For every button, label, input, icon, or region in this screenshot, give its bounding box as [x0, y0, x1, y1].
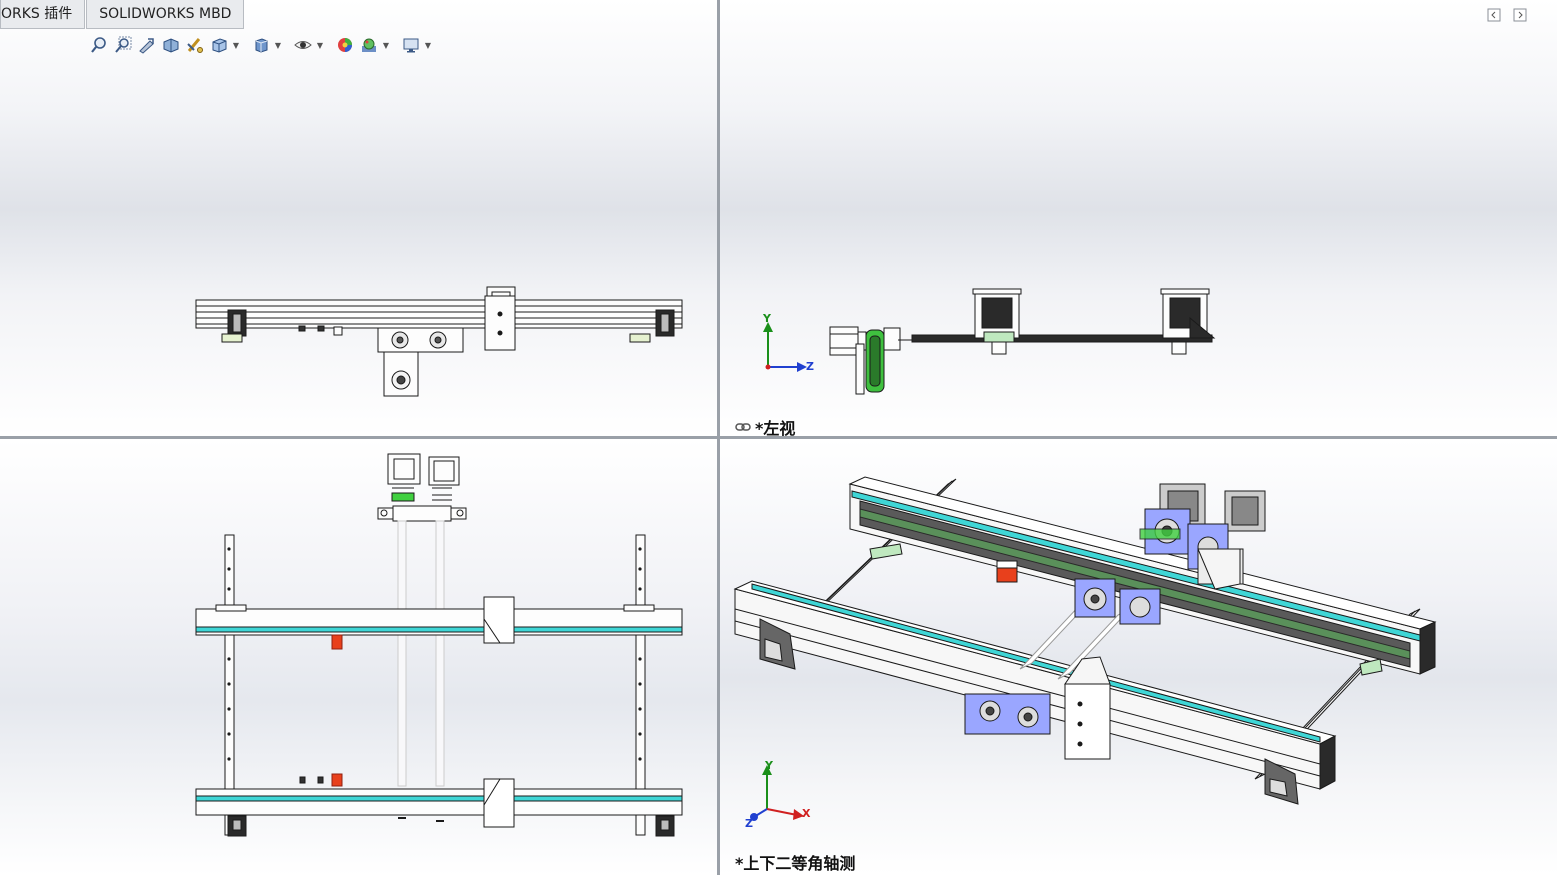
viewport-left-label: *左视: [735, 415, 795, 436]
triad-iso-z-label: Z: [745, 817, 753, 830]
hide-show-items-icon[interactable]: [292, 34, 314, 56]
zoom-to-fit-icon[interactable]: [88, 34, 110, 56]
tab-solidworks-mbd[interactable]: SOLIDWORKS MBD: [86, 0, 245, 29]
edit-appearance-icon[interactable]: [334, 34, 356, 56]
top-red-sensor-2: [331, 773, 343, 787]
apply-scene-icon[interactable]: [358, 34, 380, 56]
dynamic-annotation-icon[interactable]: [184, 34, 206, 56]
previous-view-icon[interactable]: [136, 34, 158, 56]
viewport-left-name: *左视: [755, 419, 796, 436]
viewport-isometric-label: *上下二等角轴测: [735, 854, 856, 873]
view-settings-icon[interactable]: [400, 34, 422, 56]
iso-front-carriage: [1064, 683, 1111, 760]
heads-up-view-toolbar: ▼ ▼ ▼ ▼ ▼: [88, 34, 432, 56]
top-view-model: [195, 453, 683, 837]
viewport-front[interactable]: [0, 0, 717, 436]
coordinate-triad-iso: [750, 765, 804, 821]
hide-show-dropdown-icon[interactable]: ▼: [316, 40, 324, 50]
section-view-icon[interactable]: [160, 34, 182, 56]
apply-scene-dropdown-icon[interactable]: ▼: [382, 40, 390, 50]
triad-iso-x-label: X: [802, 807, 811, 820]
viewport-maximize-icon[interactable]: [1513, 8, 1527, 22]
zoom-to-area-icon[interactable]: [112, 34, 134, 56]
display-style-icon[interactable]: [250, 34, 272, 56]
viewport-horizontal-splitter[interactable]: [0, 436, 1557, 439]
triad-y-label: Y: [763, 312, 771, 325]
isometric-model: [733, 476, 1437, 805]
iso-red-sensor: [996, 566, 1018, 583]
triad-iso-y-label: Y: [765, 759, 773, 772]
front-view-model: [195, 286, 683, 397]
top-red-sensor-1: [331, 634, 343, 650]
viewport-top[interactable]: [0, 439, 717, 875]
tab-solidworks-addins[interactable]: ORKS 插件: [0, 0, 86, 29]
viewport-isometric[interactable]: Y X Z *上下二等角轴测: [720, 439, 1557, 875]
left-view-model: [829, 288, 1216, 395]
front-gearbox: [377, 327, 464, 353]
link-views-icon[interactable]: [735, 422, 751, 432]
view-settings-dropdown-icon[interactable]: ▼: [424, 40, 432, 50]
top-lower-beam: [195, 788, 683, 816]
triad-z-label: Z: [806, 360, 814, 373]
left-motor-box: [829, 326, 859, 356]
viewport-left[interactable]: Y Z *左视: [720, 0, 1557, 436]
front-beam-body: [195, 299, 683, 329]
coordinate-triad-left: [763, 322, 807, 372]
front-slide-carriage: [484, 295, 516, 351]
command-manager-tabs: ORKS 插件 SOLIDWORKS MBD: [0, 0, 245, 30]
top-green-coupling: [391, 492, 415, 502]
display-style-dropdown-icon[interactable]: ▼: [274, 40, 282, 50]
view-orientation-dropdown-icon[interactable]: ▼: [232, 40, 240, 50]
viewport-restore-icon[interactable]: [1487, 8, 1501, 22]
view-orientation-icon[interactable]: [208, 34, 230, 56]
